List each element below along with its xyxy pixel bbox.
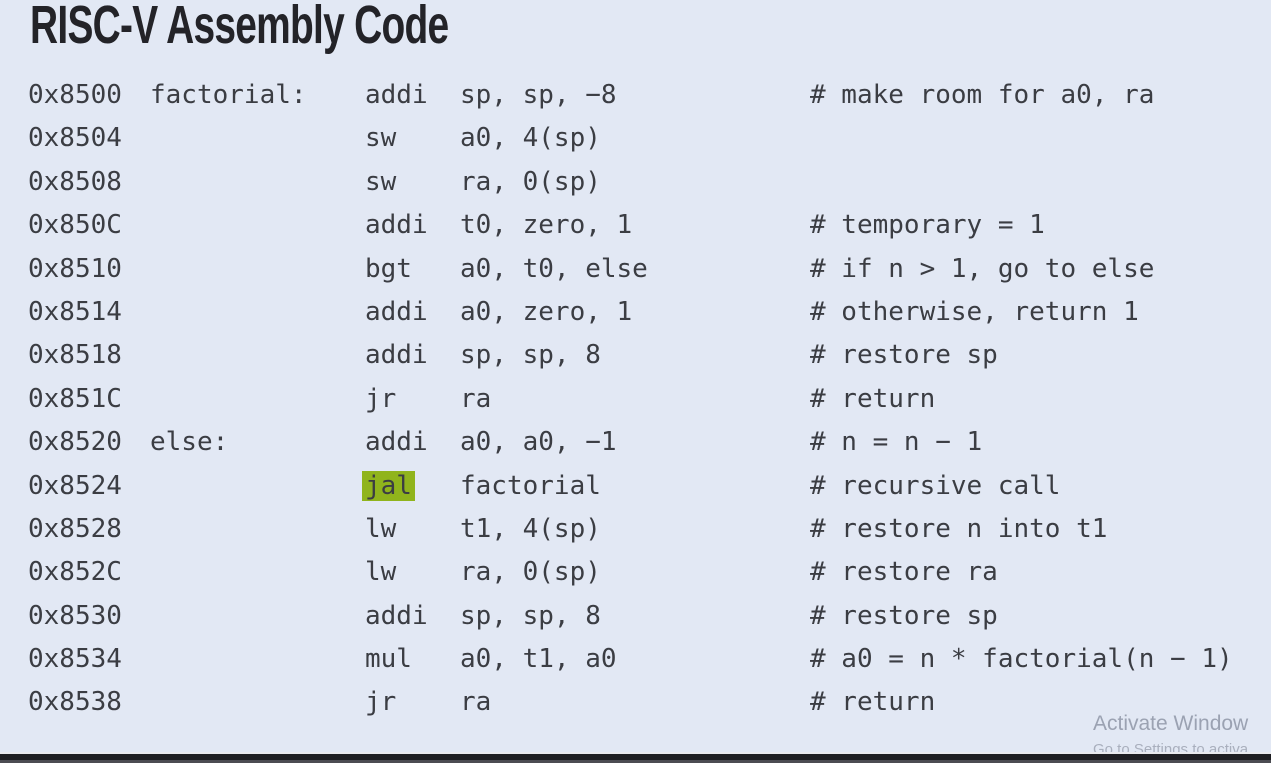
watermark-line1: Activate Window (1093, 712, 1249, 735)
code-label (150, 551, 365, 594)
instruction-mnemonic: lw (365, 557, 397, 588)
code-label (150, 465, 365, 508)
instruction-operands: ra, 0(sp) (460, 557, 601, 588)
instruction-mnemonic: addi (365, 296, 428, 327)
code-label (150, 681, 365, 724)
instruction-address: 0x8518 (28, 340, 122, 371)
instruction-address: 0x8514 (28, 296, 122, 327)
instruction-operands: sp, sp, 8 (460, 600, 601, 631)
code-label (150, 595, 365, 638)
code-label (150, 248, 365, 291)
instruction-operands: t0, zero, 1 (460, 210, 633, 241)
code-comment: # restore sp (810, 340, 998, 371)
instruction-operands: t1, 4(sp) (460, 513, 601, 544)
instruction-address: 0x8538 (28, 687, 122, 718)
instruction-address: 0x8510 (28, 253, 122, 284)
code-comment: # temporary = 1 (810, 210, 1045, 241)
instruction-mnemonic: addi (365, 600, 428, 631)
code-comment: # make room for a0, ra (810, 80, 1155, 110)
code-comment: # restore n into t1 (810, 513, 1108, 544)
instruction-mnemonic: addi (365, 210, 428, 241)
instruction-address: 0x8528 (28, 513, 122, 544)
code-comment: # a0 = n * factorial(n − 1) (810, 644, 1233, 675)
instruction-operands: a0, t0, else (460, 253, 648, 284)
assembly-code-listing: 0x8500 factorial: addi sp, sp, −8 # make… (28, 74, 1258, 725)
instruction-address: 0x8524 (28, 470, 122, 501)
instruction-address: 0x8508 (28, 166, 122, 197)
instruction-address: 0x851C (28, 383, 122, 414)
code-line: 0x8508 sw ra, 0(sp) (28, 161, 1258, 204)
code-comment: # restore ra (810, 557, 998, 588)
instruction-mnemonic: addi (365, 427, 428, 458)
code-comment: # otherwise, return 1 (810, 296, 1139, 327)
code-label (150, 291, 365, 334)
instruction-operands: factorial (460, 470, 601, 501)
instruction-mnemonic: bgt (365, 253, 412, 284)
code-label (150, 378, 365, 421)
code-line: 0x850C addi t0, zero, 1 # temporary = 1 (28, 204, 1258, 247)
code-comment: # return (810, 687, 936, 718)
code-line: 0x8530 addi sp, sp, 8 # restore sp (28, 595, 1258, 638)
instruction-mnemonic: sw (365, 123, 397, 154)
code-line: 0x852C lw ra, 0(sp) # restore ra (28, 551, 1258, 594)
instruction-operands: ra (460, 383, 492, 414)
bottom-border-foot-line (0, 760, 1271, 763)
instruction-operands: sp, sp, −8 (460, 80, 617, 110)
code-label (150, 508, 365, 551)
instruction-address: 0x8534 (28, 644, 122, 675)
code-comment: # n = n − 1 (810, 427, 983, 458)
code-line: 0x8510 bgt a0, t0, else # if n > 1, go t… (28, 248, 1258, 291)
code-label (150, 117, 365, 160)
code-label: factorial: (150, 80, 307, 110)
code-comment (810, 117, 1258, 160)
instruction-address: 0x850C (28, 210, 122, 241)
code-line: 0x8500 factorial: addi sp, sp, −8 # make… (28, 74, 1258, 117)
code-line: 0x8538 jr ra # return (28, 681, 1258, 724)
instruction-operands: ra (460, 687, 492, 718)
page-title: RISC-V Assembly Code (30, 0, 611, 53)
code-line: 0x8518 addi sp, sp, 8 # restore sp (28, 334, 1258, 377)
code-line: 0x851C jr ra # return (28, 378, 1258, 421)
instruction-address: 0x8530 (28, 600, 122, 631)
code-comment: # restore sp (810, 600, 998, 631)
instruction-mnemonic: sw (365, 166, 397, 197)
code-line: 0x8534 mul a0, t1, a0 # a0 = n * factori… (28, 638, 1258, 681)
code-comment (810, 161, 1258, 204)
instruction-address: 0x8504 (28, 123, 122, 154)
instruction-mnemonic: jr (365, 687, 397, 718)
instruction-operands: sp, sp, 8 (460, 340, 601, 371)
instruction-mnemonic: jal (365, 470, 412, 501)
instruction-mnemonic: lw (365, 513, 397, 544)
instruction-address: 0x852C (28, 557, 122, 588)
code-label (150, 638, 365, 681)
instruction-operands: a0, t1, a0 (460, 644, 617, 675)
instruction-operands: a0, a0, −1 (460, 427, 617, 458)
code-comment: # if n > 1, go to else (810, 253, 1155, 284)
code-label (150, 204, 365, 247)
instruction-mnemonic: mul (365, 644, 412, 675)
code-comment: # recursive call (810, 470, 1061, 501)
code-comment: # return (810, 383, 936, 414)
code-line: 0x8520 else: addi a0, a0, −1 # n = n − 1 (28, 421, 1258, 464)
instruction-operands: a0, 4(sp) (460, 123, 601, 154)
code-line: 0x8514 addi a0, zero, 1 # otherwise, ret… (28, 291, 1258, 334)
code-line: 0x8524 jal factorial # recursive call (28, 465, 1258, 508)
bottom-border-light-line (0, 752, 1271, 754)
instruction-mnemonic: addi (365, 340, 428, 371)
instruction-address: 0x8500 (28, 80, 122, 110)
instruction-mnemonic: jr (365, 383, 397, 414)
instruction-mnemonic: addi (365, 80, 428, 110)
code-label (150, 334, 365, 377)
code-line: 0x8504 sw a0, 4(sp) (28, 117, 1258, 160)
instruction-operands: ra, 0(sp) (460, 166, 601, 197)
code-label: else: (150, 427, 229, 458)
instruction-address: 0x8520 (28, 427, 122, 458)
instruction-operands: a0, zero, 1 (460, 296, 633, 327)
bottom-border-dark-line (0, 754, 1271, 760)
code-label (150, 161, 365, 204)
code-line: 0x8528 lw t1, 4(sp) # restore n into t1 (28, 508, 1258, 551)
page-title-text: RISC-V Assembly Code (30, 0, 449, 55)
